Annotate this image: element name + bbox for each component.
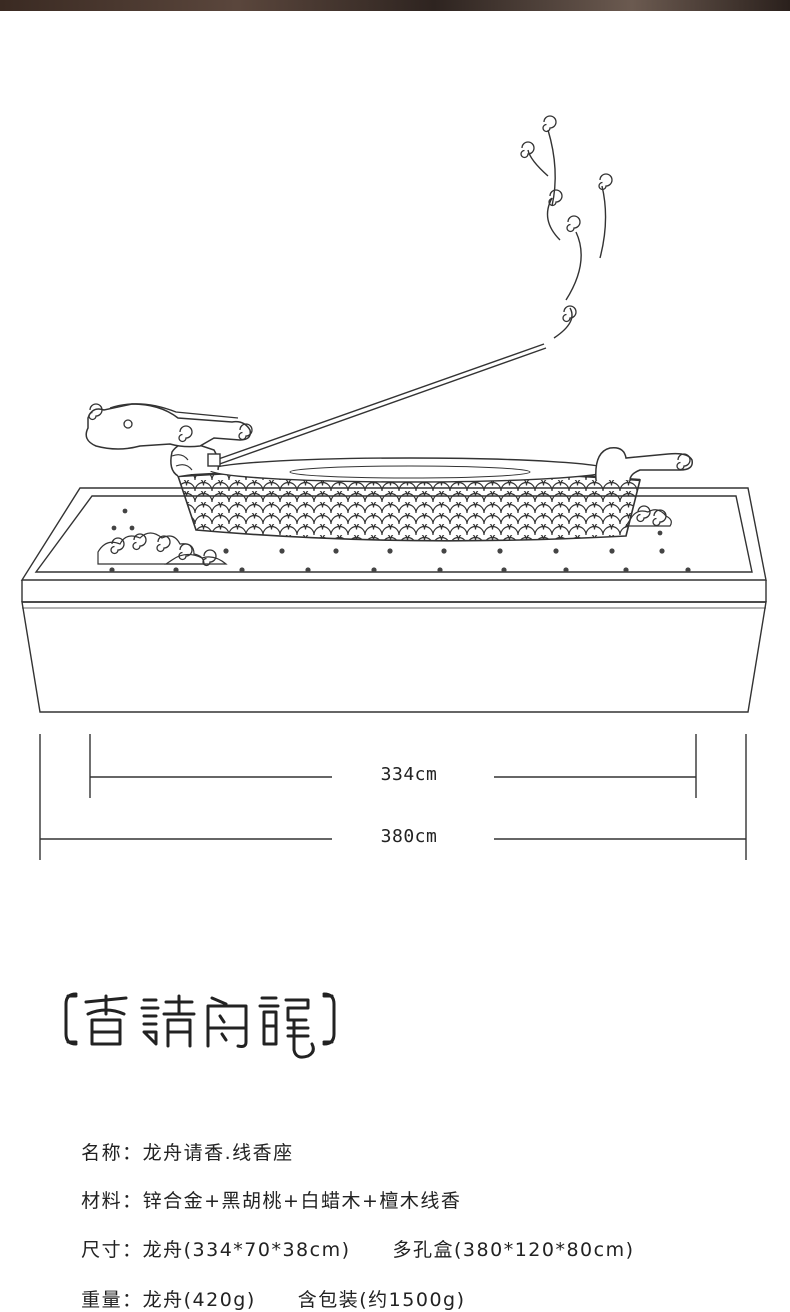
cloud-decoration-left	[97, 532, 228, 567]
spec-row-weight: 重量：龙舟(420g) 含包装(约1500g)	[66, 1263, 466, 1312]
spec-row-size: 尺寸：龙舟(334*70*38cm) 多孔盒(380*120*80cm)	[66, 1213, 635, 1262]
spec-value: 龙舟(334*70*38cm)	[142, 1239, 351, 1261]
incense-stick	[207, 343, 547, 467]
spec-value: 龙舟(420g)	[142, 1289, 256, 1311]
inner-dimension-label: 334cm	[380, 764, 438, 785]
spec-value-secondary: 含包装(约1500g)	[297, 1289, 466, 1311]
incense-smoke	[520, 115, 613, 339]
spec-row-material: 材料：锌合金+黑胡桃+白蜡木+檀木线香	[66, 1164, 461, 1213]
spec-key: 尺寸：	[81, 1239, 143, 1261]
spec-row-name: 名称：龙舟请香.线香座	[66, 1116, 294, 1165]
spec-key: 名称：	[81, 1142, 143, 1164]
spec-value: 龙舟请香.线香座	[142, 1142, 294, 1164]
incense-holes	[109, 508, 691, 573]
spec-key: 材料：	[81, 1190, 143, 1212]
dragon-boat	[85, 403, 693, 542]
spec-value: 锌合金+黑胡桃+白蜡木+檀木线香	[142, 1190, 462, 1212]
outer-dimension-label: 380cm	[380, 826, 438, 847]
cloud-decoration-right	[624, 505, 672, 527]
seal-script-title	[64, 992, 336, 1059]
spec-value-secondary: 多孔盒(380*120*80cm)	[392, 1239, 635, 1261]
spec-key: 重量：	[81, 1289, 143, 1311]
top-photo-strip	[0, 0, 790, 11]
dragon-boat-incense-holder-illustration	[20, 115, 767, 860]
dimension-lines	[39, 734, 747, 860]
